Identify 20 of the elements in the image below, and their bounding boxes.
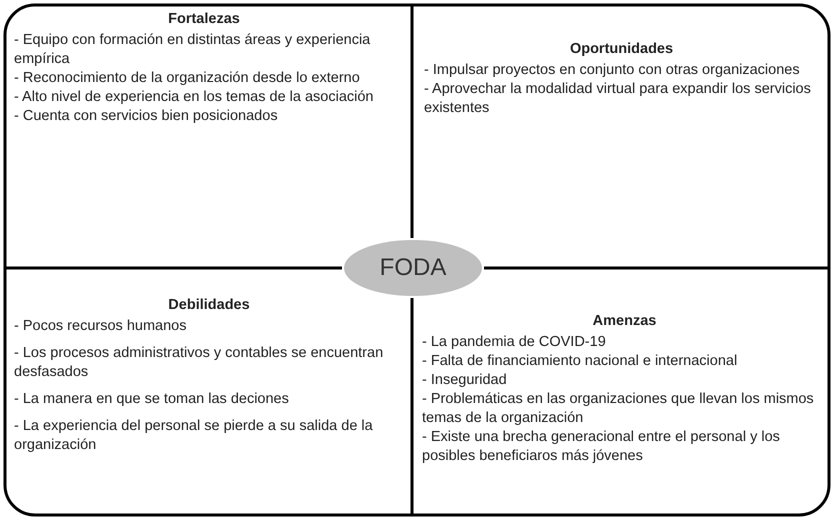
quadrant-heading: Fortalezas [167,10,241,29]
list-item: - Alto nivel de experiencia en los temas de la asociación [14,88,374,107]
list-item: - Falta de financiamiento nacional e internacional [422,352,738,371]
list-item: - Impulsar proyectos en conjunto con otras organizaciones [424,61,801,80]
list-item: - La manera en que se toman las deciones [14,390,290,409]
list-item: - Equipo con formación en distintas áreas y experiencia empírica [14,31,372,69]
list-item: - Reconocimiento de la organización desde lo externo [14,69,361,88]
list-item: - Inseguridad [422,371,508,390]
list-item: - Los procesos administrativos y contables se encuentran desfasados [14,344,384,382]
list-item: - Aprovechar la modalidad virtual para expandir los servicios existentes [424,80,812,118]
center-ellipse: FODA [344,240,482,296]
list-item: - Pocos recursos humanos [14,317,188,336]
list-item: - Existe una brecha generacional entre el personal y los posibles beneficiaros más jóvenes [422,428,781,466]
list-item: - La experiencia del personal se pierde a su salida de la organización [14,417,374,455]
quadrant-heading: Oportunidades [568,40,674,59]
list-item: - La pandemia de COVID-19 [422,333,607,352]
quadrant-heading: Debilidades [167,296,251,315]
list-item: - Problemáticas en las organizaciones que llevan los mismos temas de la organización [422,390,815,428]
quadrant-heading: Amenzas [592,312,658,331]
list-item: - Cuenta con servicios bien posicionados [14,107,279,126]
